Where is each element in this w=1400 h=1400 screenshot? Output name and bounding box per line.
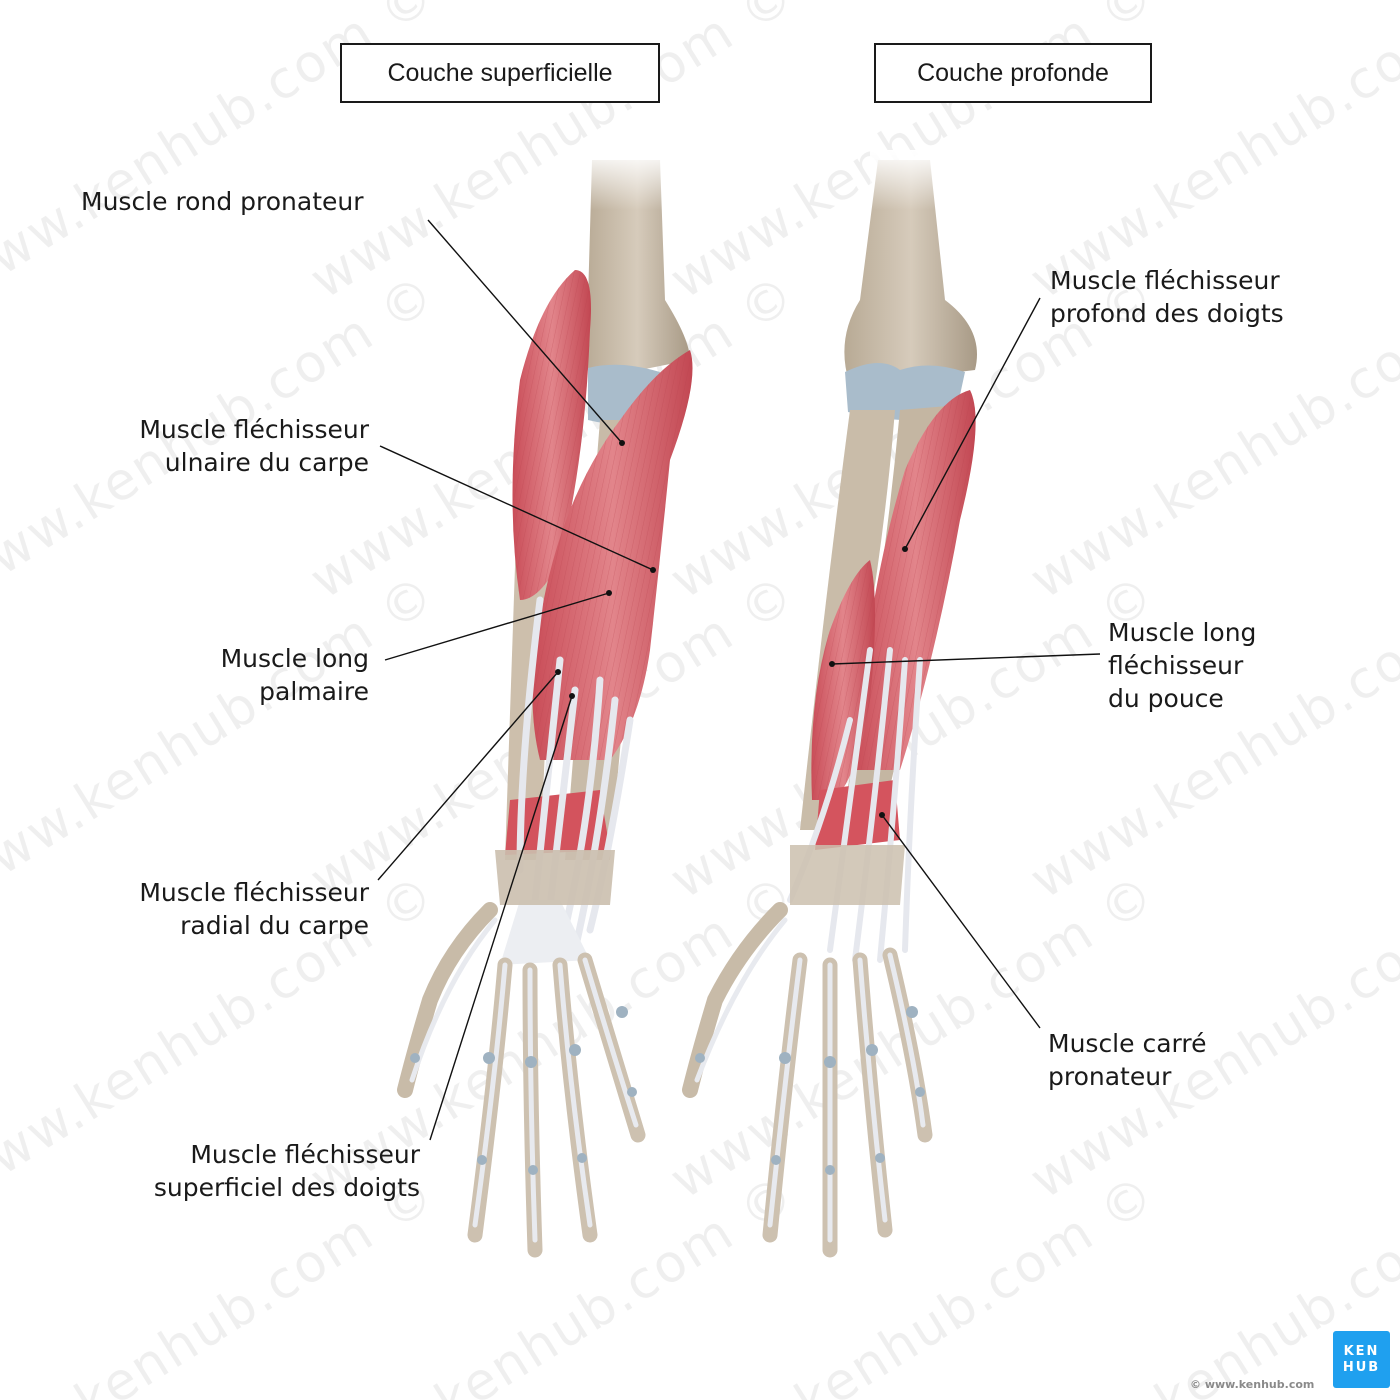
label-line: radial du carpe — [180, 911, 369, 940]
label-line: ulnaire du carpe — [164, 448, 369, 477]
label-carre-pronateur: Muscle carré pronateur — [1048, 1027, 1206, 1093]
label-line: Muscle fléchisseur — [139, 878, 369, 907]
leader-carre-pronateur — [881, 814, 1041, 1029]
label-line: du pouce — [1108, 684, 1224, 713]
label-line: Muscle long — [220, 644, 369, 673]
label-line: superficiel des doigts — [153, 1173, 420, 1202]
label-line: fléchisseur — [1108, 651, 1244, 680]
label-line: pronateur — [1048, 1062, 1172, 1091]
label-flechisseur-superficiel-doigts: Muscle fléchisseur superficiel des doigt… — [154, 1138, 420, 1204]
label-line: Muscle long — [1108, 618, 1257, 647]
logo-line: KEN — [1343, 1343, 1380, 1359]
superficial-layer-art — [397, 150, 693, 1258]
label-line: Muscle carré — [1048, 1029, 1207, 1058]
label-line: Muscle fléchisseur — [190, 1140, 420, 1169]
panel-title-deep: Couche profonde — [874, 43, 1152, 103]
kenhub-logo: KEN HUB — [1333, 1331, 1390, 1388]
panel-title-superficial: Couche superficielle — [340, 43, 660, 103]
label-line: profond des doigts — [1050, 299, 1284, 328]
label-long-palmaire: Muscle long palmaire — [221, 642, 369, 708]
leader-flechisseur-radial-carpe — [377, 671, 559, 881]
leader-long-flechisseur-pouce — [831, 653, 1101, 665]
label-line: palmaire — [259, 677, 369, 706]
deep-layer-art — [682, 150, 977, 1258]
label-line: Muscle rond pronateur — [81, 187, 364, 216]
copyright-text: © www.kenhub.com — [1190, 1378, 1315, 1391]
label-flechisseur-radial-carpe: Muscle fléchisseur radial du carpe — [139, 876, 369, 942]
leader-flechisseur-ulnaire-carpe — [379, 445, 654, 571]
leader-flechisseur-superficiel-doigts — [429, 695, 573, 1141]
leader-long-palmaire — [384, 592, 610, 661]
label-long-flechisseur-pouce: Muscle long fléchisseur du pouce — [1108, 616, 1256, 715]
label-flechisseur-ulnaire-carpe: Muscle fléchisseur ulnaire du carpe — [139, 413, 369, 479]
leader-flechisseur-profond-doigts — [904, 297, 1041, 550]
label-rond-pronateur: Muscle rond pronateur — [81, 185, 364, 218]
leader-dots — [555, 440, 908, 818]
label-flechisseur-profond-doigts: Muscle fléchisseur profond des doigts — [1050, 264, 1284, 330]
logo-line: HUB — [1342, 1359, 1381, 1375]
label-line: Muscle fléchisseur — [1050, 266, 1280, 295]
leader-rond-pronateur — [427, 219, 623, 444]
label-line: Muscle fléchisseur — [139, 415, 369, 444]
leader-lines — [377, 219, 1101, 1141]
